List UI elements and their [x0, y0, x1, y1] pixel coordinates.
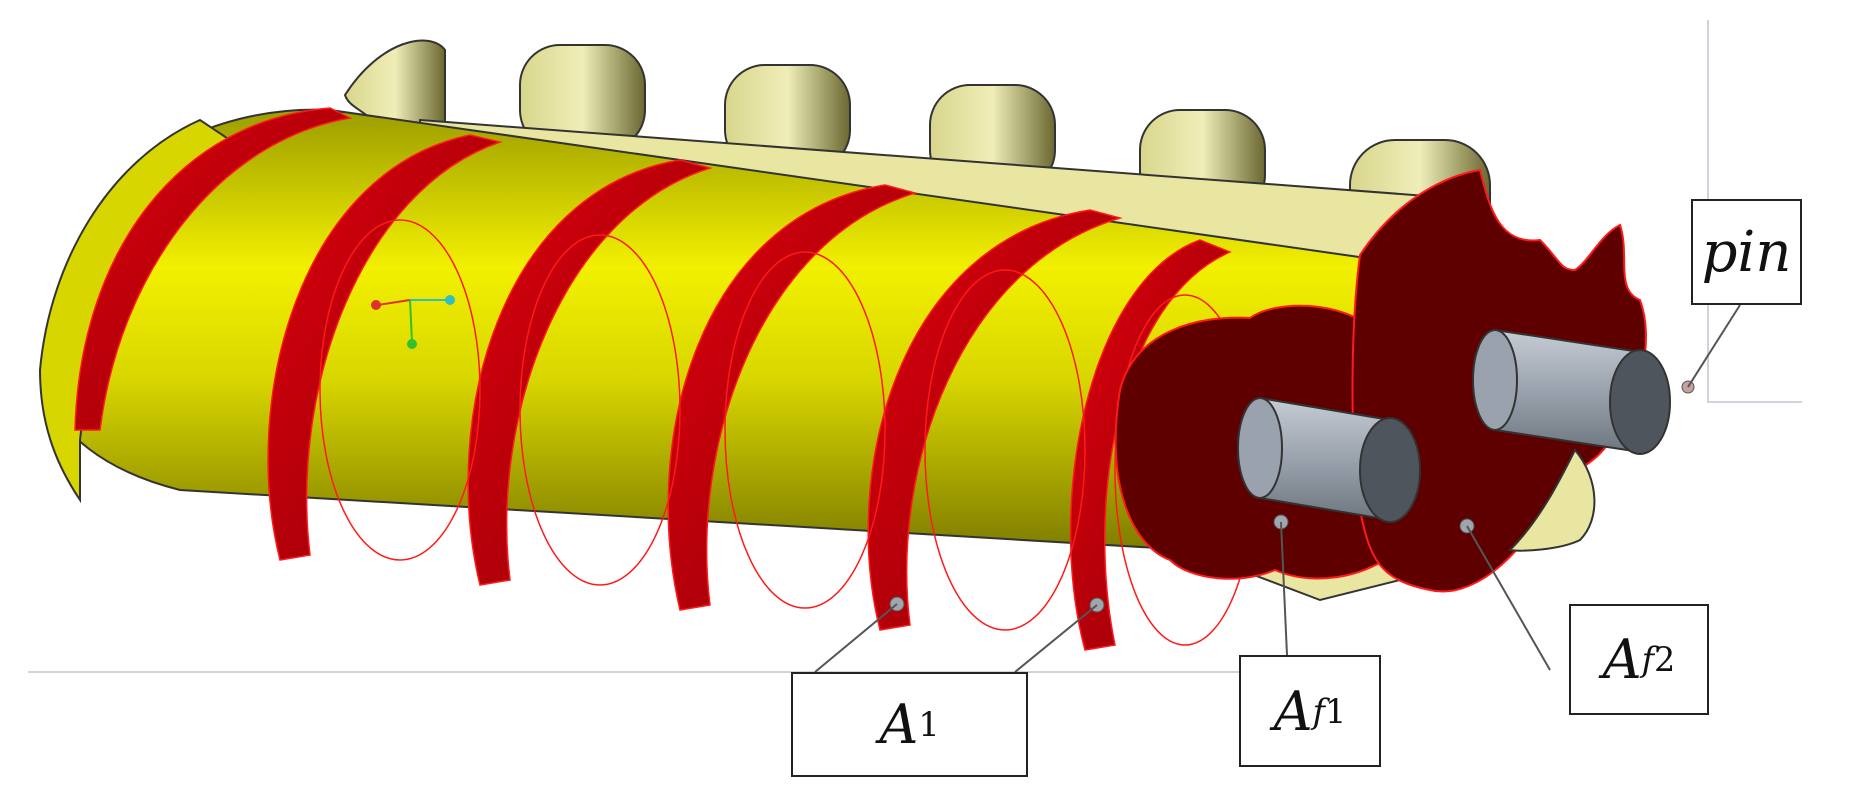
- leader-lines: [814, 304, 1741, 673]
- pin-1: [1237, 396, 1421, 523]
- pin-2: [1472, 328, 1671, 455]
- label-a1-main: A: [879, 693, 919, 756]
- label-af1-sub-f: f: [1312, 691, 1326, 731]
- coordinate-axes-icon: [371, 295, 455, 349]
- label-af1-sub-num: 1: [1325, 691, 1347, 731]
- screw-flights: [74, 107, 1232, 651]
- helix-outlines: [319, 219, 1256, 646]
- label-pin-text: pin: [1701, 219, 1792, 285]
- label-af2-main: A: [1602, 628, 1642, 691]
- label-af2-sub-num: 2: [1654, 640, 1676, 679]
- label-pin: pin: [1691, 199, 1802, 305]
- housing-end-flange: [1507, 448, 1596, 552]
- label-af1-main: A: [1273, 679, 1313, 743]
- label-af2-sub-f: f: [1641, 640, 1655, 679]
- label-a1-sub: 1: [918, 705, 940, 744]
- frame-lines: [28, 20, 1802, 673]
